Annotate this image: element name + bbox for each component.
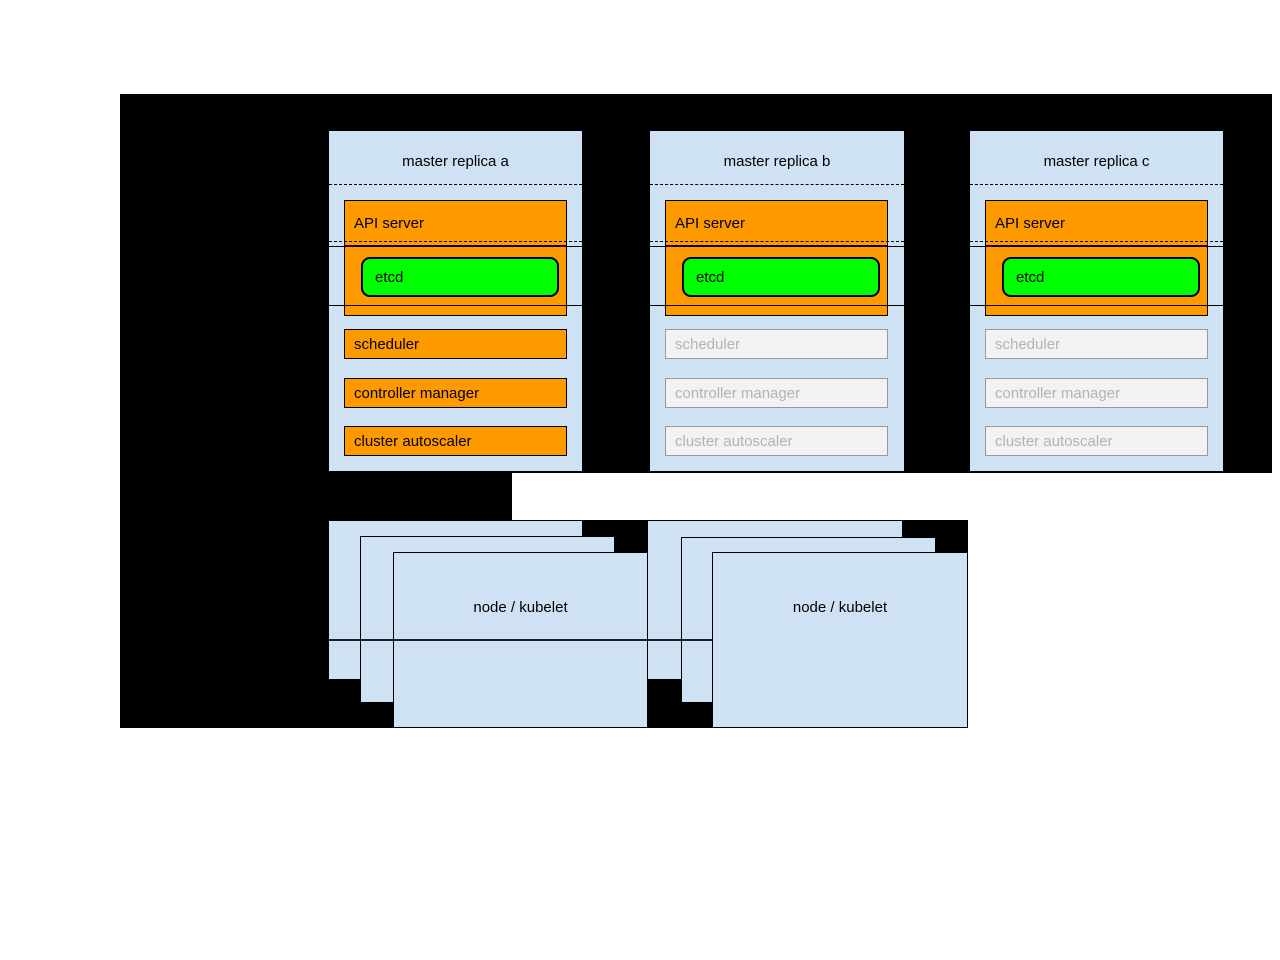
master-title: master replica a (402, 153, 509, 170)
cluster-autoscaler-label: cluster autoscaler (995, 432, 1113, 450)
cluster-autoscaler-label: cluster autoscaler (354, 432, 472, 450)
cluster-autoscaler-box: cluster autoscaler (985, 426, 1208, 456)
scheduler-label: scheduler (675, 335, 741, 353)
controller-manager-label: controller manager (995, 384, 1121, 402)
dashed-separator (970, 184, 1223, 185)
horizontal-rule (650, 305, 904, 306)
etcd-box: etcd (682, 257, 880, 297)
node-label: node / kubelet (792, 599, 888, 616)
scheduler-box: scheduler (344, 329, 567, 359)
controller-manager-label: controller manager (675, 384, 801, 402)
master-replica-b-box: master replica b API server etcd schedul… (649, 130, 905, 472)
horizontal-rule (650, 246, 904, 247)
etcd-label: etcd (375, 268, 404, 286)
horizontal-rule (329, 305, 582, 306)
cluster-autoscaler-label: cluster autoscaler (675, 432, 793, 450)
dashed-separator (650, 184, 904, 185)
api-server-label: API server (995, 215, 1066, 232)
master-title: master replica b (723, 153, 831, 170)
api-server-box: API server (665, 200, 888, 246)
dashed-separator (329, 241, 582, 242)
horizontal-rule (329, 246, 582, 247)
api-server-label: API server (675, 215, 746, 232)
node-label: node / kubelet (473, 599, 568, 616)
etcd-box: etcd (1002, 257, 1200, 297)
controller-manager-label: controller manager (354, 384, 480, 402)
etcd-label: etcd (1016, 268, 1045, 286)
connector-line (328, 639, 712, 641)
black-backdrop-middle (120, 473, 512, 520)
scheduler-box: scheduler (665, 329, 888, 359)
master-replica-a-box: master replica a API server etcd schedul… (328, 130, 583, 472)
dashed-separator (650, 241, 904, 242)
scheduler-label: scheduler (995, 335, 1061, 353)
dashed-separator (329, 184, 582, 185)
api-server-label: API server (354, 215, 425, 232)
horizontal-rule (970, 246, 1223, 247)
api-server-box: API server (344, 200, 567, 246)
scheduler-label: scheduler (354, 335, 420, 353)
api-server-box: API server (985, 200, 1208, 246)
cluster-autoscaler-box: cluster autoscaler (665, 426, 888, 456)
scheduler-box: scheduler (985, 329, 1208, 359)
controller-manager-box: controller manager (985, 378, 1208, 408)
etcd-label: etcd (696, 268, 725, 286)
etcd-box: etcd (361, 257, 559, 297)
cluster-autoscaler-box: cluster autoscaler (344, 426, 567, 456)
controller-manager-box: controller manager (344, 378, 567, 408)
controller-manager-box: controller manager (665, 378, 888, 408)
master-replica-c-box: master replica c API server etcd schedul… (969, 130, 1224, 472)
dashed-separator (970, 241, 1223, 242)
horizontal-rule (970, 305, 1223, 306)
master-title: master replica c (1043, 153, 1150, 170)
node-stack2-front-box: node / kubelet (712, 552, 968, 728)
